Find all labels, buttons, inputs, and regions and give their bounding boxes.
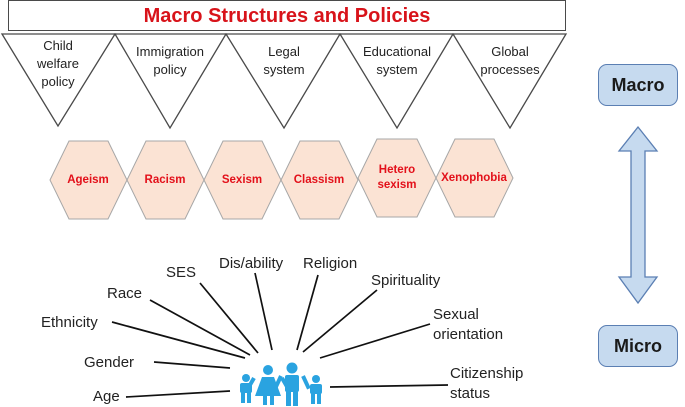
ism-label-line: Sexism — [221, 174, 263, 186]
connector-sexual-orientation — [319, 323, 431, 359]
identity-citizenship: Citizenship status — [450, 365, 523, 403]
structure-label-line: Immigration — [136, 44, 204, 59]
connector-religion — [296, 274, 319, 351]
ism-hexagon-6 — [435, 138, 514, 218]
diagram-title: Macro Structures and Policies — [143, 5, 431, 27]
ism-label-line: Ageism — [67, 174, 109, 186]
structure-triangle-3 — [224, 33, 342, 130]
double-arrow-icon — [617, 125, 659, 305]
ism-label-5: Hetero sexism — [357, 163, 437, 193]
macro-label: Macro — [611, 75, 665, 95]
identity-line: orientation — [433, 326, 504, 343]
connector-age — [125, 390, 231, 398]
identity-age: Age — [93, 388, 120, 405]
identity-line: Citizenship — [450, 365, 524, 382]
structure-triangle-5 — [451, 33, 568, 130]
title-box: Macro Structures and Policies — [8, 0, 566, 31]
ism-label-3: Sexism — [202, 173, 282, 188]
ism-label-4: Classism — [279, 173, 359, 188]
structure-label-4: Educational system — [342, 43, 452, 79]
ism-hexagon-4 — [280, 140, 359, 220]
micro-label: Micro — [613, 336, 662, 356]
connector-gender — [153, 361, 231, 369]
connector-disability — [254, 272, 273, 351]
ism-label-line: Classism — [293, 174, 345, 186]
structure-label-line: Educational — [363, 44, 431, 59]
structure-label-2: Immigration policy — [115, 43, 225, 79]
identity-spirituality: Spirituality — [371, 272, 441, 289]
structure-label-line: policy — [153, 62, 187, 77]
structure-label-3: Legal system — [229, 43, 339, 79]
micro-box: Micro — [598, 325, 678, 367]
structure-label-line: Global — [491, 44, 529, 59]
structure-label-line: welfare — [37, 56, 79, 71]
structure-triangle-1 — [0, 33, 117, 128]
identity-ses: SES — [166, 264, 197, 281]
structure-triangles — [0, 33, 568, 130]
structure-triangle-2 — [113, 33, 228, 130]
ism-label-1: Ageism — [48, 173, 128, 188]
identity-sexual-orientation: Sexual orientation — [433, 306, 503, 344]
ism-label-2: Racism — [125, 173, 205, 188]
structure-label-line: system — [376, 62, 418, 77]
identity-religion: Religion — [303, 255, 358, 272]
structure-label-line: Child — [43, 38, 73, 53]
identity-race: Race — [107, 285, 143, 302]
macro-box: Macro — [598, 64, 678, 106]
identity-gender: Gender — [84, 354, 135, 371]
identity-connectors — [111, 272, 449, 398]
ism-label-line: Hetero — [378, 164, 416, 176]
ism-label-line: sexism — [377, 179, 417, 191]
identity-ethnicity: Ethnicity — [41, 314, 98, 331]
connector-spirituality — [302, 289, 378, 353]
connector-ses — [199, 282, 259, 354]
identity-line: status — [450, 385, 491, 402]
ism-hexagons — [49, 138, 514, 220]
identity-disability: Dis/ability — [219, 255, 284, 272]
ism-label-line: Xenophobia — [441, 172, 507, 184]
structure-label-line: Legal — [268, 44, 300, 59]
family-icon — [240, 362, 322, 406]
ism-label-6: Xenophobia — [434, 171, 514, 186]
connector-citizenship — [329, 384, 449, 388]
structure-label-1: Child welfare policy — [3, 37, 113, 91]
structure-label-5: Global processes — [455, 43, 565, 79]
connector-race — [149, 299, 251, 356]
structure-label-line: system — [263, 62, 305, 77]
connector-ethnicity — [111, 321, 246, 359]
ism-label-line: Racism — [144, 174, 186, 186]
identity-line: Sexual — [433, 306, 479, 323]
structure-triangle-4 — [338, 33, 455, 130]
structure-label-line: policy — [41, 74, 75, 89]
structure-label-line: processes — [480, 62, 540, 77]
